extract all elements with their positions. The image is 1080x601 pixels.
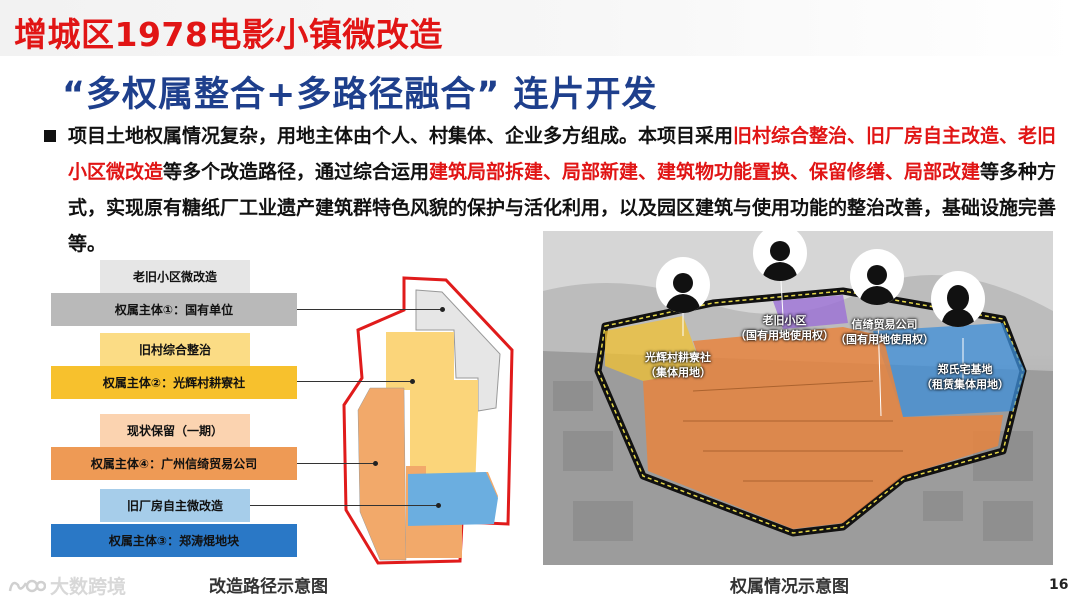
zone-blue: [873, 323, 1025, 417]
person-icon: [753, 231, 807, 281]
text-segment: 等多个改造路径，通过综合运用: [163, 161, 430, 183]
page-title: 增城区1978电影小镇微改造: [14, 15, 443, 54]
description-paragraph: 项目土地权属情况复杂，用地主体由个人、村集体、企业多方组成。本项目采用旧村综合整…: [44, 118, 1064, 262]
logo-mark-icon: [8, 579, 46, 592]
ownership-aerial-photo: 光辉村耕寮社 （集体用地） 老旧小区 （国有用地使用权） 信绮贸易公司 （国有用…: [543, 231, 1053, 565]
site-plan-diagram: [342, 276, 514, 565]
leader-line: [250, 505, 438, 506]
site-outline-dash: [597, 290, 1024, 534]
person-icon: [850, 249, 904, 305]
owner-box-state-unit: 权属主体①：国有单位: [51, 293, 297, 326]
leader-line: [297, 463, 375, 464]
page-number: 16: [1049, 577, 1069, 593]
owner-box-homestead: 权属主体③：郑涛焜地块: [51, 524, 297, 557]
text-segment: 项目土地权属情况复杂，用地主体由个人、村集体、企业多方组成。本项目采用: [68, 125, 734, 147]
zone-orange: [643, 327, 1003, 529]
text-segment-highlight: 旧村综合整治、旧厂房自主改造、老旧小区微改造: [68, 125, 1057, 183]
zone-keep: [357, 387, 407, 561]
path-box-keep: 现状保留（一期）: [100, 414, 250, 447]
label-village: 光辉村耕寮社 （集体用地）: [645, 351, 711, 379]
description-text: 项目土地权属情况复杂，用地主体由个人、村集体、企业多方组成。本项目采用旧村综合整…: [68, 118, 1064, 262]
title-bar: [0, 0, 1080, 56]
owner-box-company: 权属主体④：广州信绮贸易公司: [51, 447, 297, 480]
leader-dot: [436, 503, 441, 508]
text-segment-highlight: 建筑局部拆建、局部新建、建筑物功能置换、保留修缮、局部改建: [429, 161, 981, 183]
site-boundary: [342, 276, 514, 565]
zone-village: [386, 332, 478, 518]
zone-purple: [773, 295, 848, 329]
owner-box-village-collective: 权属主体②：光辉村耕寮社: [51, 366, 297, 399]
photo-caption: 权属情况示意图: [730, 577, 849, 597]
brand-logo: 大数跨境: [6, 572, 126, 599]
logo-text: 大数跨境: [50, 576, 127, 598]
diagram-caption: 改造路径示意图: [209, 577, 328, 597]
page-subtitle: “多权属整合+多路径融合” 连片开发: [62, 75, 658, 115]
path-box-factory: 旧厂房自主微改造: [100, 489, 250, 522]
label-old-community: 老旧小区 （国有用地使用权）: [735, 314, 834, 342]
text-segment: 等多种方式，实现原有糖纸厂工业遗产建筑群特色风貌的保护与活化利用，以及园区建筑与…: [68, 161, 1057, 255]
leader-line: [297, 309, 442, 310]
person-icon: [656, 257, 710, 313]
leader-line: [297, 381, 412, 382]
label-homestead: 郑氏宅基地 （租赁集体用地）: [921, 363, 1009, 391]
path-box-village: 旧村综合整治: [100, 333, 250, 366]
leader-dot: [440, 307, 445, 312]
person-icon: [931, 271, 985, 327]
label-company: 信绮贸易公司 （国有用地使用权）: [835, 318, 934, 346]
leader-dot: [410, 379, 415, 384]
leader-dot: [373, 461, 378, 466]
bullet-square-icon: [44, 130, 56, 142]
path-box-old-community: 老旧小区微改造: [100, 260, 250, 293]
zone-yellow: [605, 316, 703, 381]
zone-factory: [408, 472, 498, 526]
